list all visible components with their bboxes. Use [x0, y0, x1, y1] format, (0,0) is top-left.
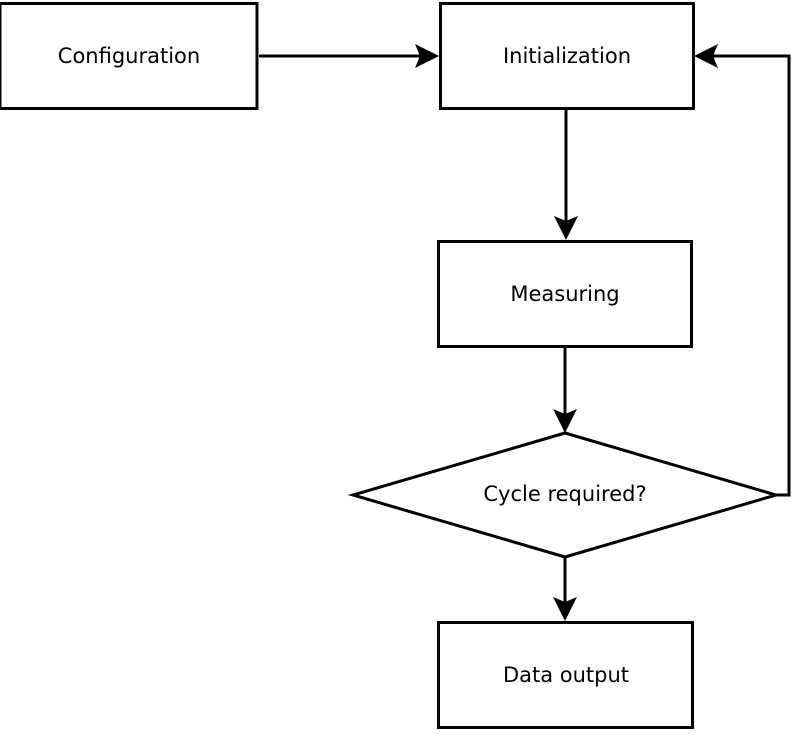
- arrowhead-into-initialization-right: [694, 44, 718, 68]
- arrowhead-into-data-output-top: [553, 597, 577, 621]
- node-measuring[interactable]: Measuring: [437, 240, 693, 348]
- edge-measuring-to-cycle-required: [553, 348, 577, 433]
- node-data-output-label: Data output: [503, 663, 629, 687]
- edge-cycle-required-to-initialization-loop: [694, 44, 791, 497]
- node-measuring-box[interactable]: [437, 240, 693, 348]
- node-configuration[interactable]: Configuration: [0, 2, 259, 110]
- arrowhead-into-measuring-top: [554, 216, 578, 240]
- node-cycle-required[interactable]: Cycle required?: [347, 431, 782, 559]
- node-cycle-required-diamond[interactable]: [347, 431, 782, 559]
- node-data-output[interactable]: Data output: [437, 621, 694, 729]
- edge-layer: [259, 44, 791, 621]
- node-configuration-box[interactable]: [0, 2, 259, 110]
- node-initialization-label: Initialization: [503, 44, 631, 68]
- node-configuration-label: Configuration: [58, 44, 200, 68]
- edge-configuration-to-initialization: [259, 44, 439, 68]
- arrowhead-into-diamond-top: [553, 409, 577, 433]
- node-data-output-box[interactable]: [437, 621, 694, 729]
- edge-initialization-to-measuring: [554, 110, 578, 240]
- arrowhead-into-initialization-left: [415, 44, 439, 68]
- node-measuring-label: Measuring: [510, 282, 619, 306]
- node-cycle-required-label: Cycle required?: [483, 482, 646, 506]
- node-initialization[interactable]: Initialization: [439, 2, 695, 110]
- node-initialization-box[interactable]: [439, 2, 695, 110]
- edge-line-feedback-loop: [706, 54, 791, 497]
- edge-cycle-required-to-data-output: [553, 557, 577, 621]
- node-layer: Configuration Initialization Measuring C…: [0, 2, 782, 729]
